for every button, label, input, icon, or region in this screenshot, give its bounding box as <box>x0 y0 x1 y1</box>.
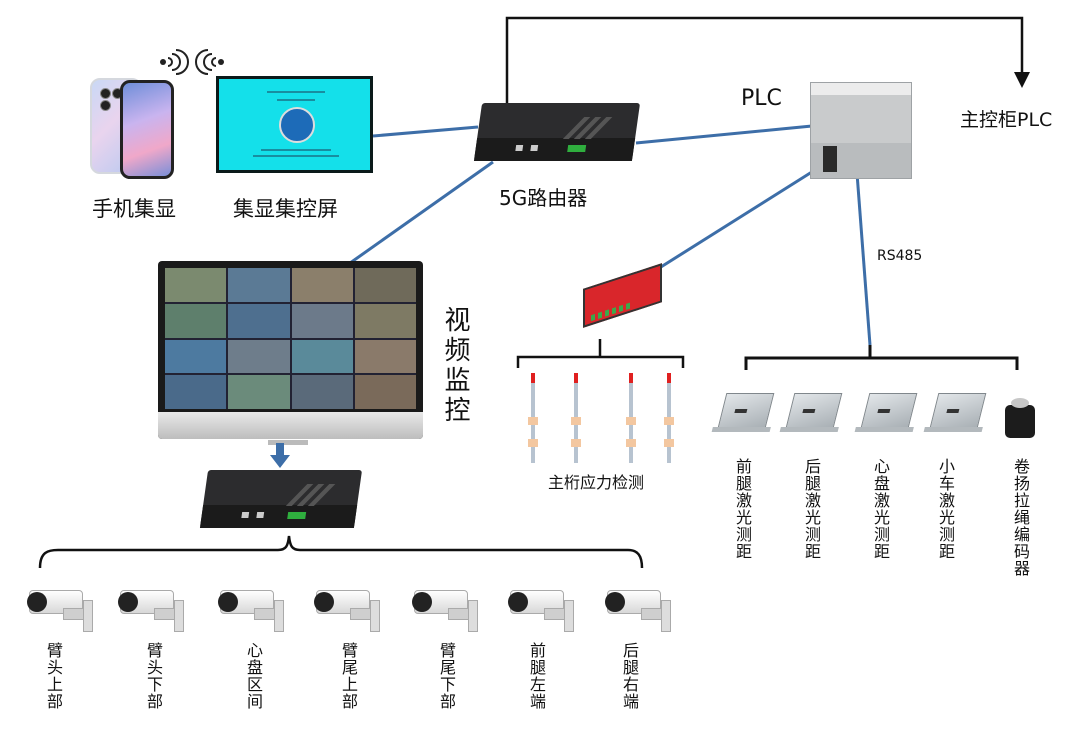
laser-sensor-rear-leg <box>779 393 843 432</box>
router-device <box>473 103 641 161</box>
sensor-label-3: 小车激光测距 <box>936 458 955 560</box>
nvr-device <box>199 470 363 528</box>
camera-device-5 <box>508 582 576 632</box>
strain-gauge-3 <box>626 373 636 463</box>
wifi-signal-right <box>167 49 189 75</box>
plc-stress-link <box>644 168 816 279</box>
camera-label-1: 臂头下部 <box>144 642 163 710</box>
sensor-label-1: 后腿激光测距 <box>802 458 821 560</box>
wifi-signal-left <box>195 49 217 75</box>
camera-device-1 <box>118 582 186 632</box>
main-plc-label: 主控柜PLC <box>960 109 1053 131</box>
router-plc-link <box>635 124 813 145</box>
sensor-bracket <box>744 345 1019 370</box>
plc-label: PLC <box>741 86 782 111</box>
sensor-label-0: 前腿激光测距 <box>733 458 752 560</box>
camera-label-3: 臂尾上部 <box>339 642 358 710</box>
rs485-label: RS485 <box>877 248 923 264</box>
main-plc-arrowhead <box>1014 72 1030 88</box>
camera-device-4 <box>412 582 480 632</box>
sensor-label-2: 心盘激光测距 <box>871 458 890 560</box>
screen-router-link <box>372 125 479 138</box>
monitor-stand <box>268 440 308 445</box>
camera-device-2 <box>218 582 286 632</box>
router-monitor-link <box>342 160 494 270</box>
camera-label-6: 后腿右端 <box>620 642 639 710</box>
strain-gauge-1 <box>528 373 538 463</box>
laser-sensor-front-leg <box>711 393 775 432</box>
stress-label: 主桁应力检测 <box>548 473 645 492</box>
phone-front-device <box>120 80 174 179</box>
strut-bracket <box>516 339 685 368</box>
laser-sensor-trolley <box>923 393 987 432</box>
sensor-label-4: 卷扬拉绳编码器 <box>1011 458 1030 577</box>
video-monitor-device <box>158 261 423 439</box>
camera-label-0: 臂头上部 <box>44 642 63 710</box>
plc-rs485-link <box>854 159 872 346</box>
camera-device-6 <box>605 582 673 632</box>
camera-device-3 <box>314 582 382 632</box>
laser-sensor-center <box>854 393 918 432</box>
router-label: 5G路由器 <box>499 186 588 210</box>
camera-label-5: 前腿左端 <box>527 642 546 710</box>
plc-module <box>810 82 912 179</box>
strain-gauge-2 <box>571 373 581 463</box>
screen-label: 集显集控屏 <box>233 197 338 221</box>
camera-bracket <box>38 535 644 569</box>
down-arrow-icon <box>270 443 290 468</box>
camera-label-4: 臂尾下部 <box>437 642 456 710</box>
camera-device-0 <box>27 582 95 632</box>
router-to-main-plc-line <box>505 16 1024 113</box>
video-label: 视频监控 <box>440 306 470 426</box>
encoder-device <box>1005 398 1035 438</box>
strain-gauge-4 <box>664 373 674 463</box>
camera-label-2: 心盘区间 <box>244 642 263 710</box>
control-screen-device <box>216 76 373 173</box>
phone-label: 手机集显 <box>92 197 176 221</box>
